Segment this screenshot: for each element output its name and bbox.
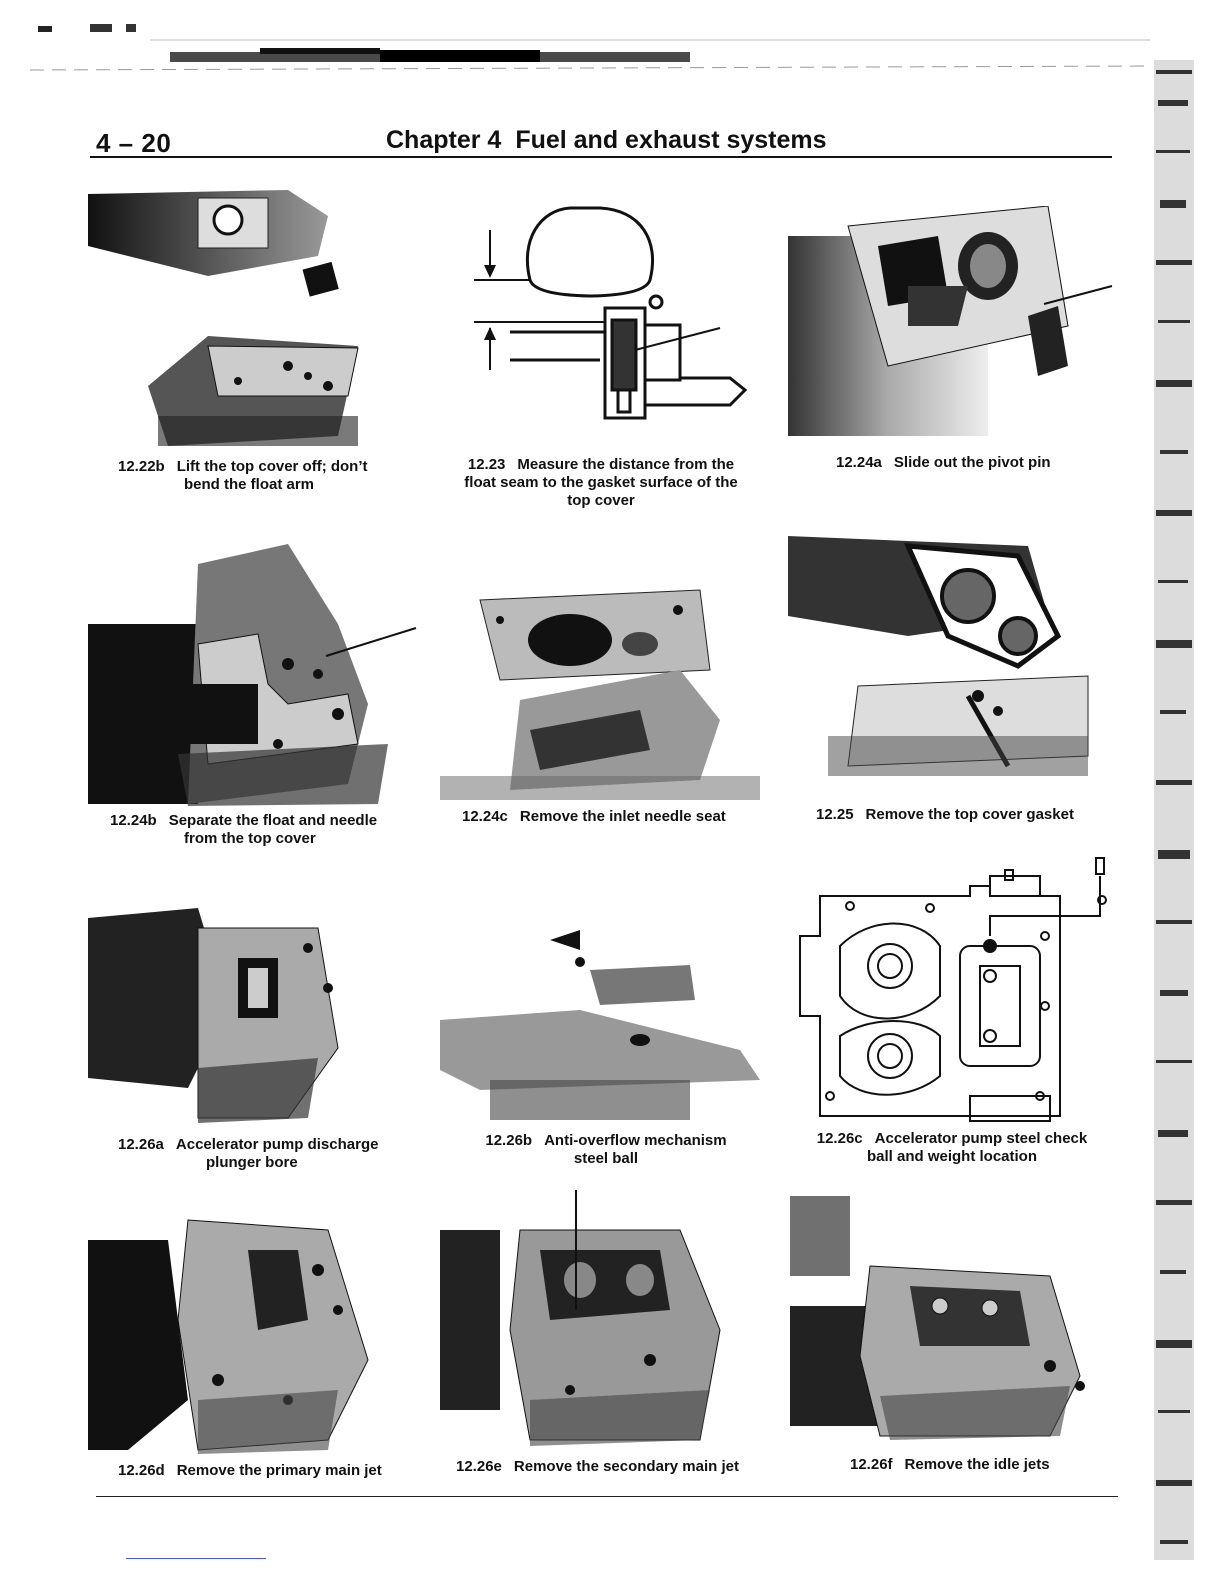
caption-text: Slide out the pivot pin [893,454,1051,471]
figure-number: 12.26d [118,1462,165,1479]
caption-text: Remove the idle jets [904,1456,1050,1473]
page-number: 4 – 20 [96,128,172,158]
caption-12-24c: 12.24c Remove the inlet needle seat [462,808,762,826]
figure-number: 12.26b [485,1132,533,1149]
figure-number: 12.26c [816,1130,863,1147]
chapter-heading: Chapter 4 Fuel and exhaust systems [386,126,827,155]
caption-text: top cover [567,492,635,509]
figure-number: 12.24b [110,812,157,829]
figure-12-26f-photo [790,1196,1110,1450]
figure-number: 12.23 [467,456,506,473]
caption-text: steel ball [573,1150,639,1167]
figure-12-26d-photo [88,1200,388,1456]
caption-text: Measure the distance from the [517,456,735,473]
scan-artifact-top [29,24,1151,71]
figure-12-24b-photo [88,544,418,806]
figure-number: 12.24c [462,808,508,825]
caption-text: Lift the top cover off; don’t [176,458,368,475]
caption-text: Remove the primary main jet [176,1462,382,1479]
figure-12-22b-photo [88,186,370,452]
figure-12-23-diagram [470,200,760,440]
caption-text: float seam to the gasket surface of the [464,474,738,491]
caption-12-22b: 12.22b Lift the top cover off; don’t bend… [118,458,418,494]
caption-text: Accelerator pump discharge [175,1136,379,1153]
figure-12-26e-photo [440,1190,760,1450]
caption-text: ball and weight location [866,1148,1037,1165]
chapter-label: Chapter 4 [386,126,502,154]
figure-12-26b-photo [440,910,760,1130]
caption-12-24b: 12.24b Separate the float and needle from… [110,812,420,848]
caption-12-23: 12.23 Measure the distance from the float… [446,456,756,510]
caption-12-26a: 12.26a Accelerator pump discharge plunger… [118,1136,418,1172]
caption-12-26d: 12.26d Remove the primary main jet [118,1462,438,1480]
caption-12-26f: 12.26f Remove the idle jets [850,1456,1110,1474]
figure-number: 12.24a [836,454,882,471]
caption-text: Remove the secondary main jet [513,1458,739,1475]
figure-number: 12.26a [118,1136,164,1153]
figure-number: 12.22b [118,458,165,475]
figure-12-26a-photo [88,888,348,1128]
figure-12-24a-photo [788,206,1114,442]
caption-12-26b: 12.26b Anti-overflow mechanism steel ball [456,1132,756,1168]
caption-text: from the top cover [184,830,316,847]
page-header: 4 – 20 Chapter 4 Fuel and exhaust systems [96,122,1112,162]
caption-text: bend the float arm [184,476,315,493]
caption-12-24a: 12.24a Slide out the pivot pin [836,454,1106,472]
figure-12-25-photo [788,536,1114,786]
caption-12-26e: 12.26e Remove the secondary main jet [456,1458,776,1476]
caption-text: Separate the float and needle [168,812,378,829]
figure-number: 12.26e [456,1458,502,1475]
figure-number: 12.26f [850,1456,893,1473]
caption-text: Remove the top cover gasket [865,806,1074,823]
caption-12-26c: 12.26c Accelerator pump steel check ball … [802,1130,1102,1166]
header-rule [90,156,1112,158]
caption-text: Remove the inlet needle seat [519,808,726,825]
scan-artifact-corner-line [126,1558,266,1559]
caption-text: Accelerator pump steel check [874,1130,1088,1147]
figure-12-26c-diagram [790,856,1120,1126]
figure-number: 12.25 [816,806,854,823]
caption-text: plunger bore [206,1154,298,1171]
caption-text: Anti-overflow mechanism [544,1132,727,1149]
caption-12-25: 12.25 Remove the top cover gasket [816,806,1106,824]
figure-12-24c-photo [440,580,760,800]
scan-artifact-right-edge [1154,60,1194,1560]
chapter-title: Fuel and exhaust systems [515,126,827,154]
footer-rule [96,1496,1118,1497]
